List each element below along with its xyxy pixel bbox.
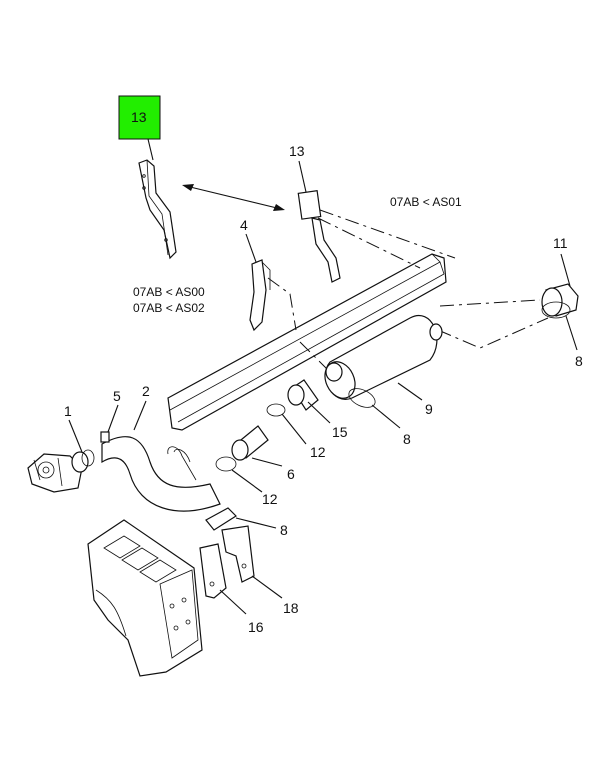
clamp-12-upper bbox=[266, 403, 286, 417]
callout-5: 5 bbox=[113, 388, 121, 404]
code-as00: 07AB < AS00 bbox=[133, 285, 205, 299]
bracket-18 bbox=[221, 525, 255, 583]
bracket-13-left bbox=[138, 159, 177, 260]
callout-8-muffler: 8 bbox=[403, 431, 411, 447]
callout-1: 1 bbox=[64, 403, 72, 419]
bracket-13-right bbox=[297, 190, 341, 283]
callout-18: 18 bbox=[283, 600, 299, 616]
v-band-clamp-1 bbox=[71, 451, 89, 473]
callout-11: 11 bbox=[553, 235, 568, 251]
pipe-6 bbox=[231, 425, 269, 461]
callout-16: 16 bbox=[248, 619, 264, 635]
callout-12-upper: 12 bbox=[310, 444, 326, 460]
callout-13: 13 bbox=[289, 143, 305, 159]
bracket-8-lower bbox=[205, 507, 237, 531]
gasket-5 bbox=[100, 431, 110, 443]
code-as02: 07AB < AS02 bbox=[133, 301, 205, 315]
callout-4: 4 bbox=[240, 217, 248, 233]
clamp-8-tailpipe bbox=[541, 301, 571, 319]
callout-12-lower: 12 bbox=[262, 491, 278, 507]
callout-9: 9 bbox=[425, 401, 433, 417]
swap-arrow bbox=[182, 184, 285, 211]
pipe-15 bbox=[287, 379, 319, 411]
tailpipe-11 bbox=[541, 283, 579, 317]
frame-rail bbox=[167, 253, 447, 431]
clamp-8-muffler bbox=[348, 388, 376, 408]
callout-6: 6 bbox=[287, 466, 295, 482]
callout-15: 15 bbox=[332, 424, 348, 440]
clamp-12-lower bbox=[215, 456, 237, 472]
turbocharger bbox=[27, 453, 83, 493]
callout-8-tailpipe: 8 bbox=[575, 353, 583, 369]
callout-8-lower: 8 bbox=[280, 522, 288, 538]
code-as01: 07AB < AS01 bbox=[390, 195, 462, 209]
engine-block bbox=[87, 519, 203, 677]
highlight-box[interactable] bbox=[118, 95, 161, 140]
downpipe-2 bbox=[101, 436, 221, 512]
bracket-16 bbox=[199, 543, 227, 599]
pipe-hanger bbox=[167, 446, 197, 481]
highlight-label: 13 bbox=[131, 109, 147, 125]
muffler-9 bbox=[324, 315, 443, 400]
bracket-4 bbox=[249, 259, 271, 332]
callout-2: 2 bbox=[142, 383, 150, 399]
